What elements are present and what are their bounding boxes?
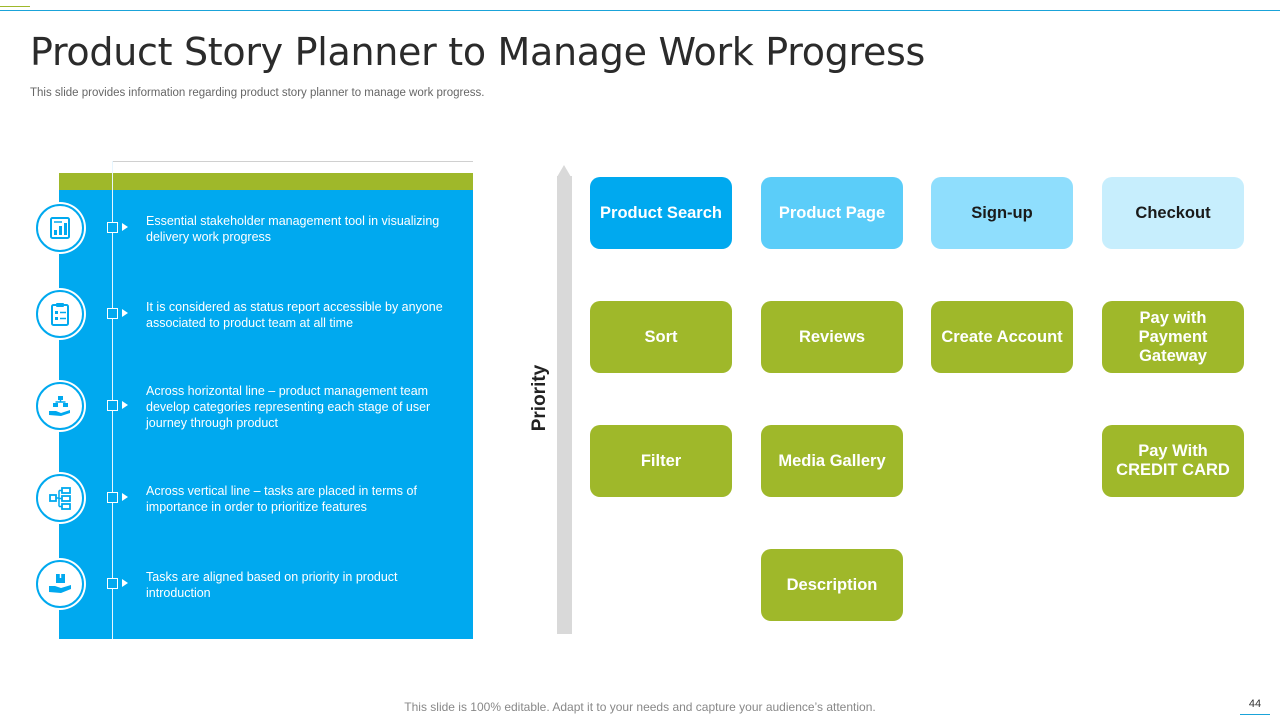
top-divider-line — [0, 10, 1280, 11]
clipboard-checklist-icon — [36, 290, 84, 338]
info-item-2: It is considered as status report access… — [0, 290, 480, 350]
hierarchy-diagram-icon — [36, 474, 84, 522]
slide-subtitle: This slide provides information regardin… — [30, 87, 485, 99]
timeline-node — [107, 400, 118, 411]
info-panel — [59, 173, 473, 639]
page-number-underline — [1240, 714, 1270, 715]
priority-axis-label: Priority — [529, 364, 550, 432]
info-panel-accent-bar — [59, 173, 473, 190]
info-item-4: Across vertical line – tasks are placed … — [0, 474, 480, 534]
info-item-text: Across vertical line – tasks are placed … — [146, 484, 417, 514]
info-item-text: Essential stakeholder management tool in… — [146, 214, 440, 244]
card-filter: Filter — [590, 425, 732, 497]
card-sort: Sort — [590, 301, 732, 373]
card-pay-with-credit-card: Pay With CREDIT CARD — [1102, 425, 1244, 497]
card-sign-up: Sign-up — [931, 177, 1073, 249]
info-panel-frame-line — [112, 161, 473, 162]
page-number: 44 — [1248, 698, 1262, 710]
timeline-node — [107, 222, 118, 233]
card-pay-with-payment-gateway: Pay with Payment Gateway — [1102, 301, 1244, 373]
hand-package-icon — [36, 560, 84, 608]
card-product-search: Product Search — [590, 177, 732, 249]
info-item-text: Tasks are aligned based on priority in p… — [146, 570, 398, 600]
timeline-node — [107, 308, 118, 319]
hand-flowchart-icon — [36, 382, 84, 430]
timeline-node — [107, 578, 118, 589]
timeline-node — [107, 492, 118, 503]
card-description: Description — [761, 549, 903, 621]
timeline-arrow — [122, 309, 128, 317]
timeline-arrow — [122, 579, 128, 587]
slide-title: Product Story Planner to Manage Work Pro… — [30, 30, 926, 74]
timeline-arrow — [122, 223, 128, 231]
info-item-5: Tasks are aligned based on priority in p… — [0, 560, 480, 620]
card-product-page: Product Page — [761, 177, 903, 249]
card-checkout: Checkout — [1102, 177, 1244, 249]
timeline-arrow — [122, 493, 128, 501]
card-reviews: Reviews — [761, 301, 903, 373]
dashboard-report-icon — [36, 204, 84, 252]
timeline-arrow — [122, 401, 128, 409]
info-item-text: It is considered as status report access… — [146, 300, 443, 330]
top-accent-line — [0, 6, 30, 7]
slide-footer-note: This slide is 100% editable. Adapt it to… — [404, 700, 876, 714]
card-create-account: Create Account — [931, 301, 1073, 373]
info-item-3: Across horizontal line – product managem… — [0, 382, 480, 442]
priority-arrow-head — [557, 165, 571, 177]
card-media-gallery: Media Gallery — [761, 425, 903, 497]
info-item-1: Essential stakeholder management tool in… — [0, 204, 480, 264]
info-item-text: Across horizontal line – product managem… — [146, 384, 431, 430]
priority-axis-bar — [557, 176, 572, 634]
